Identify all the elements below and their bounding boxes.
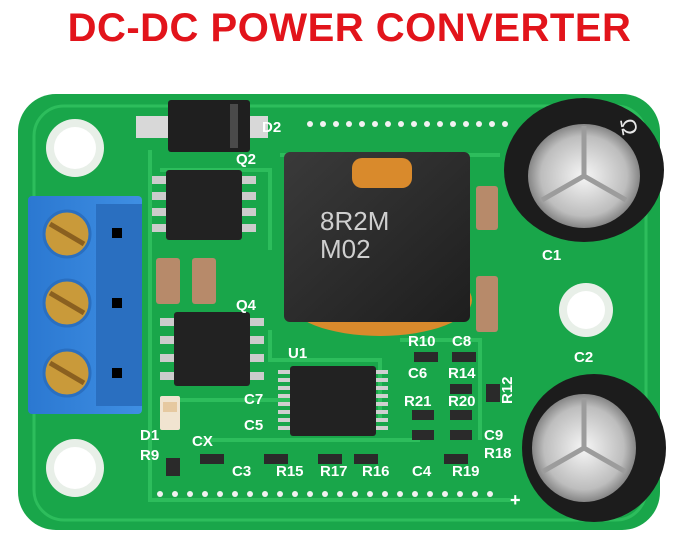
diode-d2 — [136, 100, 268, 152]
silk-u1: U1 — [288, 345, 307, 362]
silk-q4: Q4 — [236, 297, 257, 314]
inductor-marking-1: 8R2M — [320, 206, 389, 236]
svg-text:Ω: Ω — [615, 117, 642, 138]
silk-c8: C8 — [452, 333, 471, 350]
silk-c7: C7 — [244, 391, 263, 408]
silk-r21: R21 — [404, 393, 432, 410]
silk-r20: R20 — [448, 393, 476, 410]
silk-r16: R16 — [362, 463, 390, 480]
inductor: 8R2M M02 — [284, 152, 472, 336]
silk-c3: C3 — [232, 463, 251, 480]
mosfet-q2 — [152, 170, 256, 240]
silk-r9: R9 — [140, 447, 159, 464]
silk-r12: R12 — [499, 376, 516, 404]
page-title: DC-DC POWER CONVERTER — [67, 6, 632, 50]
mosfet-q4 — [160, 312, 264, 386]
silk-r15: R15 — [276, 463, 304, 480]
silk-c1: C1 — [542, 247, 561, 264]
silk-d2: D2 — [262, 119, 281, 136]
silk-q2: Q2 — [236, 151, 256, 168]
silk-r10: R10 — [408, 333, 436, 350]
silk-c9: C9 — [484, 427, 503, 444]
electrolytic-capacitor-c2 — [522, 374, 666, 522]
silk-cx: CX — [192, 433, 213, 450]
silk-r14: R14 — [448, 365, 476, 382]
electrolytic-capacitor-c1: Ω — [504, 98, 664, 242]
silk-c5: C5 — [244, 417, 263, 434]
silk-r19: R19 — [452, 463, 480, 480]
ic-u1 — [278, 366, 388, 436]
smd-resistors — [166, 352, 500, 476]
via-dots — [157, 121, 508, 497]
inductor-marking-2: M02 — [320, 234, 371, 264]
silk-c2: C2 — [574, 349, 593, 366]
silk-r18: R18 — [484, 445, 512, 462]
silk-c6: C6 — [408, 365, 427, 382]
silk-r17: R17 — [320, 463, 348, 480]
smd-capacitors — [156, 186, 498, 332]
led-d1 — [160, 396, 180, 430]
silk-d1: D1 — [140, 427, 159, 444]
silk-plus: + — [510, 490, 521, 510]
mounting-hole-icon — [46, 119, 613, 497]
terminal-block — [28, 196, 142, 414]
silk-c4: C4 — [412, 463, 432, 480]
